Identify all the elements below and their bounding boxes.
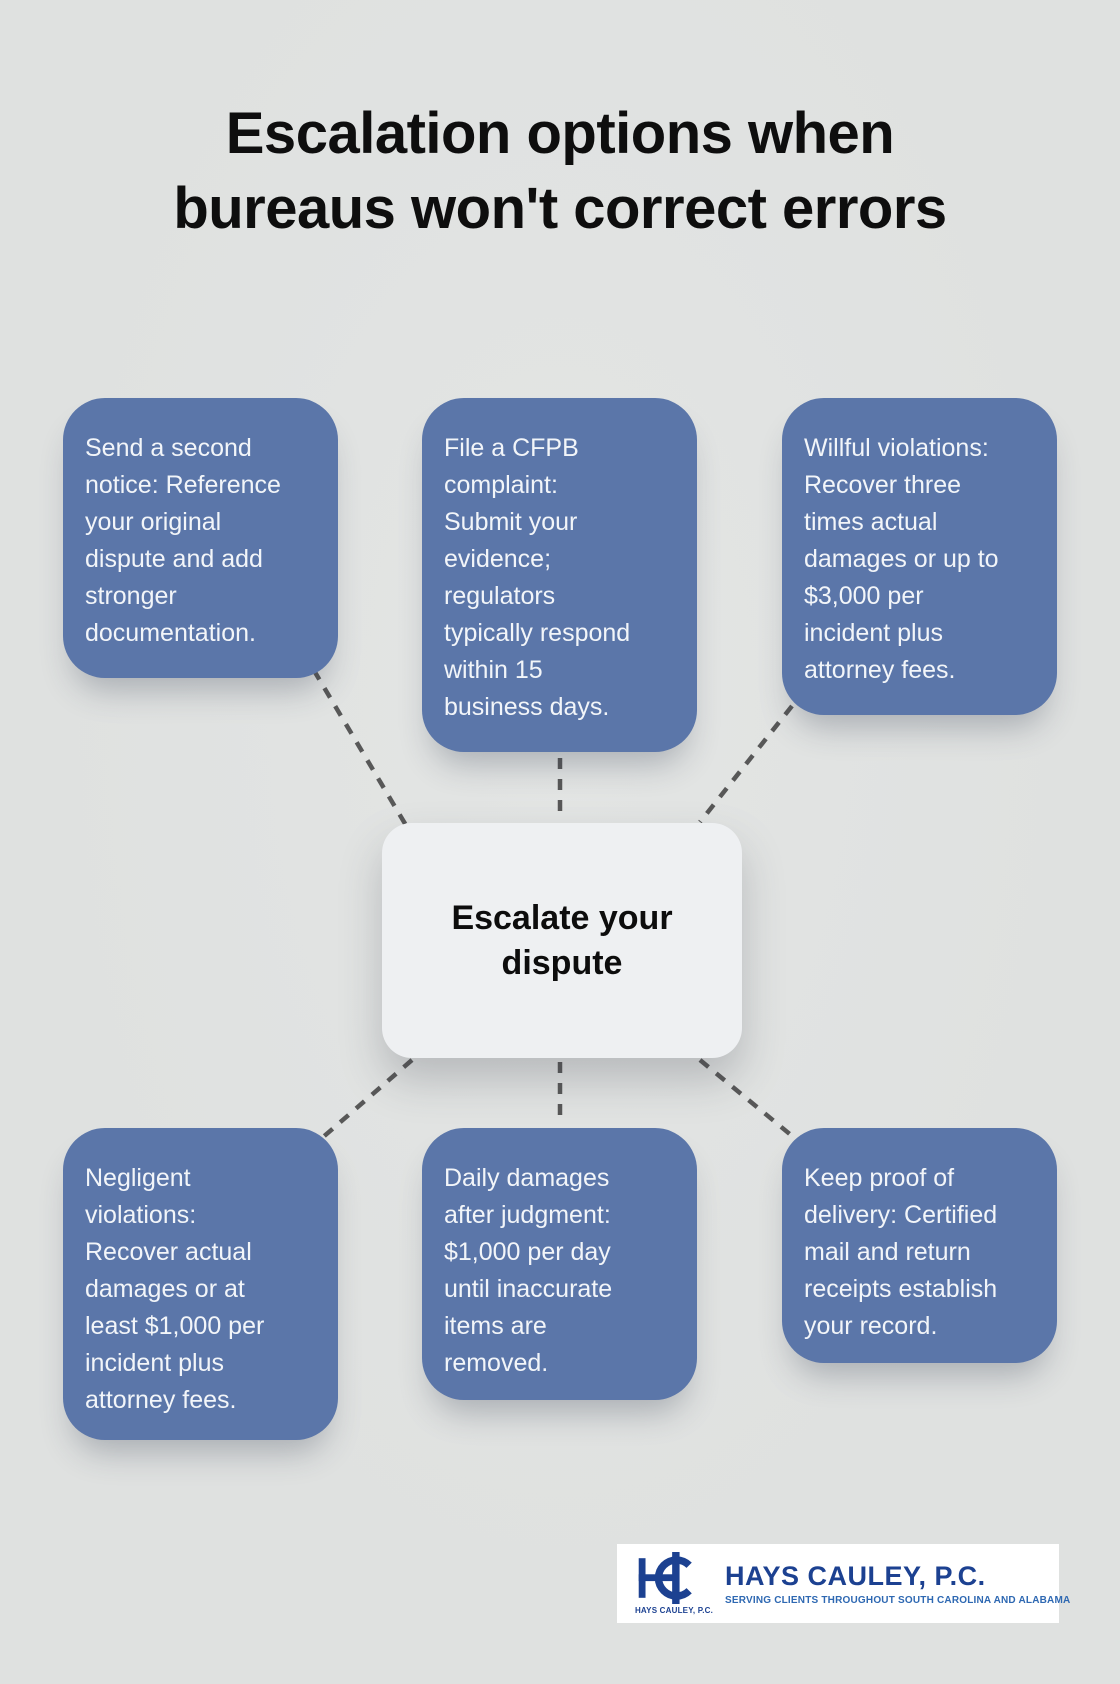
- logo-mark-caption: HAYS CAULEY, P.C.: [634, 1606, 714, 1615]
- logo-company-name: HAYS CAULEY, P.C.: [725, 1561, 986, 1591]
- hays-cauley-logo: HAYS CAULEY, P.C. HAYS CAULEY, P.C. SERV…: [617, 1544, 1070, 1623]
- node-cfpb-complaint: File a CFPB complaint: Submit your evide…: [422, 398, 697, 752]
- connector-bottom-left: [320, 1058, 414, 1140]
- node-negligent-violations: Negligent violations: Recover actual dam…: [63, 1128, 338, 1440]
- logo-text-block: HAYS CAULEY, P.C. SERVING CLIENTS THROUG…: [725, 1561, 1070, 1606]
- hc-monogram-icon: [637, 1552, 711, 1604]
- logo-tagline: SERVING CLIENTS THROUGHOUT SOUTH CAROLIN…: [725, 1595, 1071, 1606]
- page-title-line-1: Escalation options when: [225, 101, 895, 166]
- center-node-escalate-dispute: Escalate your dispute: [382, 823, 742, 1058]
- node-daily-damages: Daily damages after judgment: $1,000 per…: [422, 1128, 697, 1400]
- logo-mark: HAYS CAULEY, P.C.: [631, 1552, 717, 1615]
- connector-top-left: [301, 650, 412, 834]
- connector-bottom-right: [698, 1058, 799, 1142]
- page-title: Escalation options when bureaus won't co…: [60, 96, 1060, 247]
- node-proof-of-delivery: Keep proof of delivery: Certified mail a…: [782, 1128, 1057, 1363]
- node-second-notice: Send a second notice: Reference your ori…: [63, 398, 338, 678]
- page-title-line-2: bureaus won't correct errors: [173, 176, 947, 242]
- node-willful-violations: Willful violations: Recover three times …: [782, 398, 1057, 715]
- connector-top-right: [698, 704, 794, 824]
